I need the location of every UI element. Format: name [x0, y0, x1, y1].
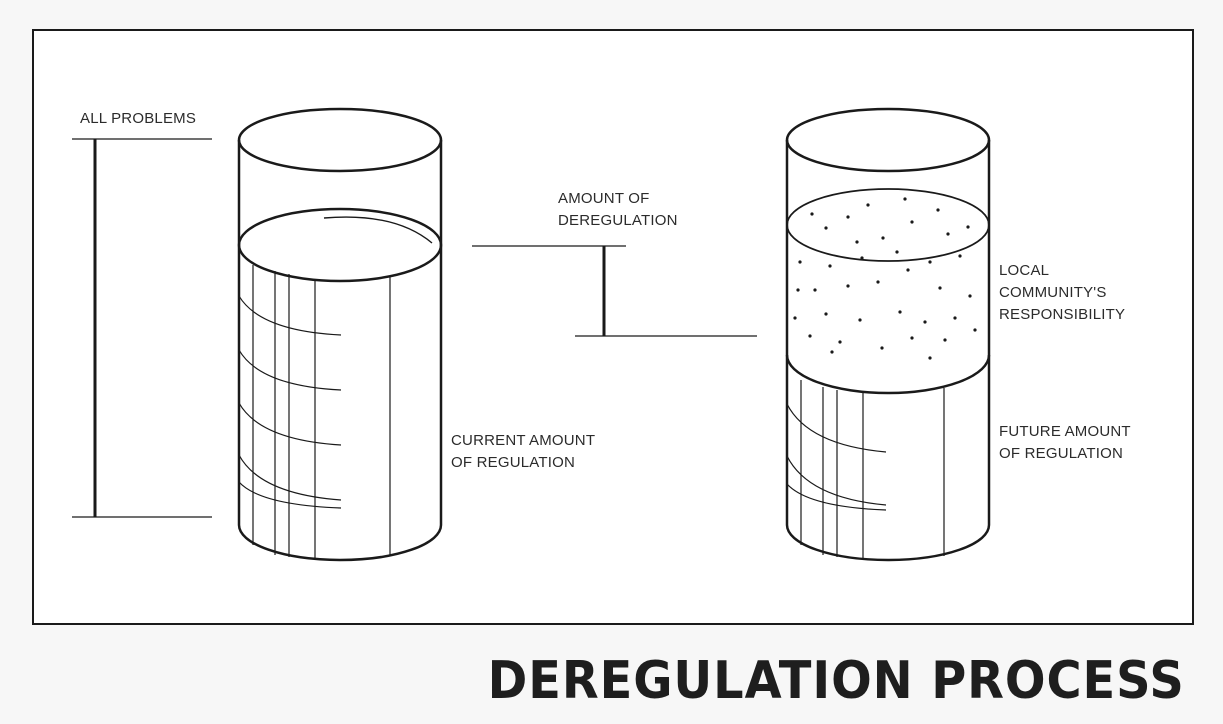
label-line: AMOUNT OF	[558, 190, 650, 207]
label-line: OF REGULATION	[999, 445, 1123, 462]
label-amount-of-deregulation: AMOUNT OF DEREGULATION	[558, 188, 678, 232]
left-cylinder	[237, 107, 443, 562]
label-line: CURRENT AMOUNT	[451, 432, 596, 449]
all-problems-bracket	[72, 138, 212, 518]
label-line: DEREGULATION	[558, 212, 678, 229]
label-local-responsibility: LOCAL COMMUNITY'S RESPONSIBILITY	[999, 260, 1125, 326]
label-line: COMMUNITY'S	[999, 284, 1107, 301]
right-cylinder	[785, 107, 991, 562]
label-all-problems: ALL PROBLEMS	[80, 110, 197, 127]
deregulation-bracket	[472, 245, 757, 337]
label-current-regulation: CURRENT AMOUNT OF REGULATION	[451, 430, 595, 474]
label-line: FUTURE AMOUNT	[999, 423, 1131, 440]
label-line: LOCAL	[999, 262, 1050, 279]
label-line: RESPONSIBILITY	[999, 306, 1126, 323]
label-line: OF REGULATION	[451, 454, 575, 471]
page-title: DEREGULATION PROCESS	[487, 651, 1185, 711]
diagram-frame	[32, 29, 1194, 625]
label-future-regulation: FUTURE AMOUNT OF REGULATION	[999, 421, 1131, 465]
